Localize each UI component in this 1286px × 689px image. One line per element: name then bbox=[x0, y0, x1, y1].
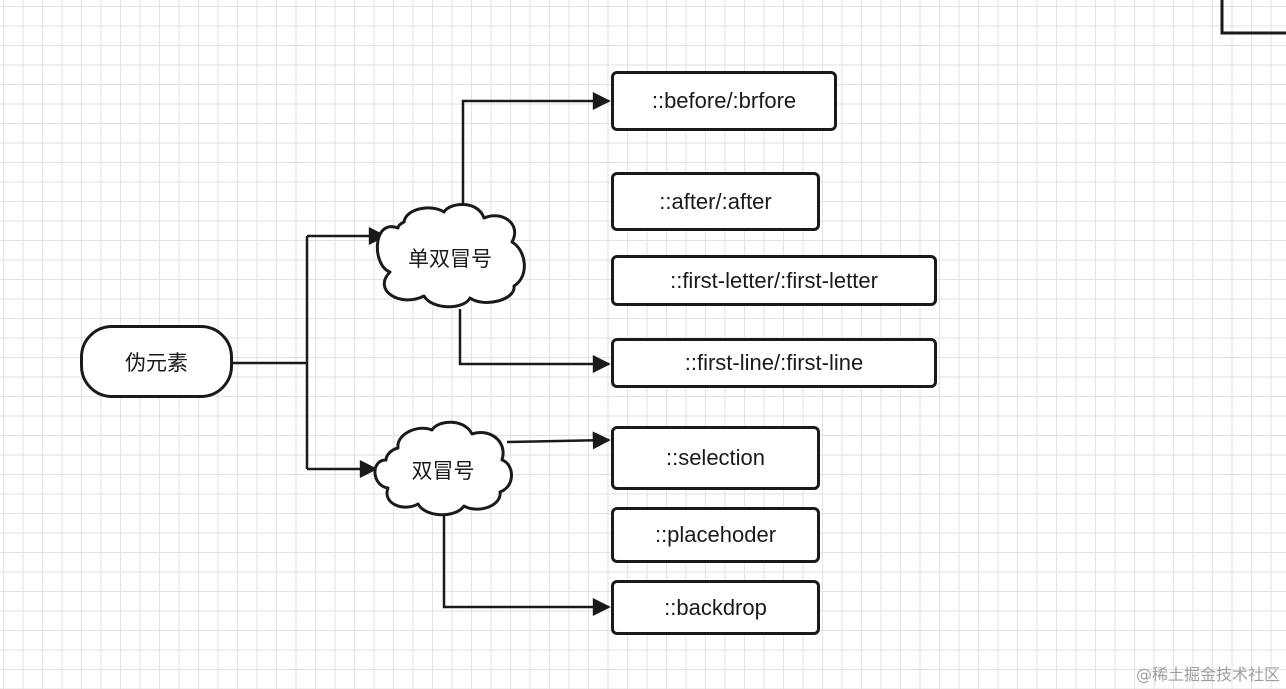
group-1-label: 单双冒号 bbox=[384, 238, 516, 278]
group-2-label: 双冒号 bbox=[384, 450, 502, 490]
node-placehoder: ::placehoder bbox=[611, 507, 820, 563]
node-before-label: ::before/:brfore bbox=[651, 88, 797, 113]
connector-group2-to-backdrop bbox=[442, 515, 611, 616]
node-after-label: ::after/:after bbox=[659, 188, 772, 214]
node-placehoder-label: ::placehoder bbox=[654, 522, 777, 547]
node-backdrop: ::backdrop bbox=[611, 580, 820, 635]
root-node-label: 伪元素 bbox=[125, 351, 188, 375]
connector-group2-to-selection bbox=[506, 431, 611, 450]
group-1-text: 单双冒号 bbox=[408, 247, 492, 271]
node-first-letter: ::first-letter/:first-letter bbox=[611, 255, 937, 306]
watermark: @稀土掘金技术社区 bbox=[1135, 665, 1280, 684]
partial-box-edge bbox=[1220, 0, 1286, 35]
node-backdrop-label: ::backdrop bbox=[664, 594, 767, 620]
node-selection: ::selection bbox=[611, 426, 820, 490]
connector-group1-to-first-line bbox=[458, 309, 611, 373]
node-first-letter-label: ::first-letter/:first-letter bbox=[670, 267, 878, 293]
node-after: ::after/:after bbox=[611, 172, 820, 231]
group-2-text: 双冒号 bbox=[411, 459, 475, 483]
cloud-shape-group-1 bbox=[376, 203, 526, 309]
connector-group1-to-before bbox=[461, 92, 611, 207]
node-first-line: ::first-line/:first-line bbox=[611, 338, 937, 388]
node-selection-label: ::selection bbox=[665, 445, 766, 470]
node-before: ::before/:brfore bbox=[611, 71, 837, 131]
cloud-shape-group-2 bbox=[373, 420, 513, 517]
root-node: 伪元素 bbox=[80, 325, 233, 398]
node-first-line-label: ::first-line/:first-line bbox=[684, 350, 864, 375]
